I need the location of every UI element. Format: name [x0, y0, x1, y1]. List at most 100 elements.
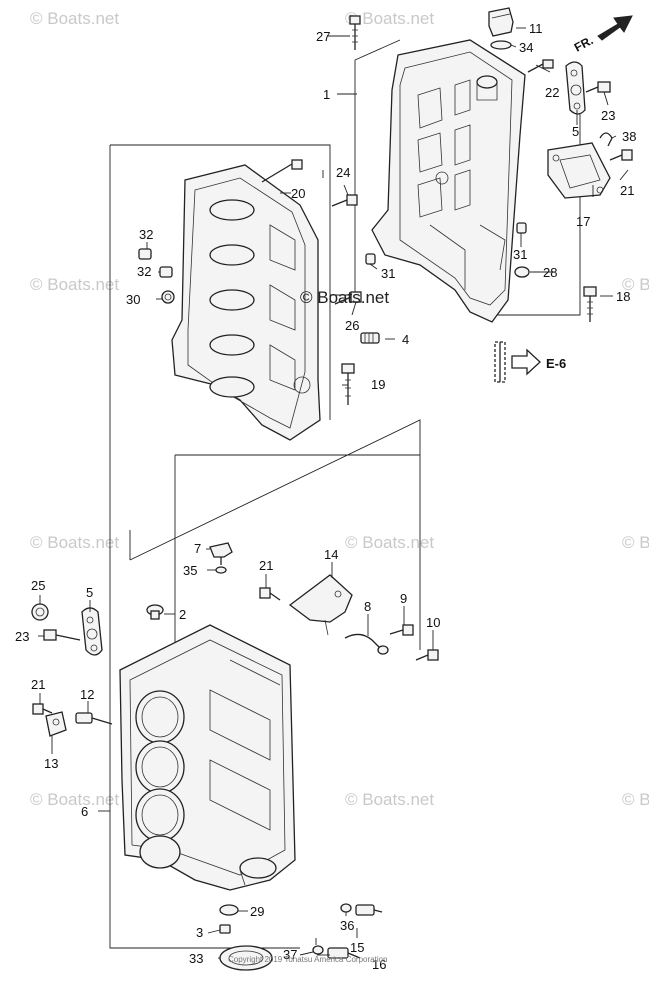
callout-2: 2 — [179, 607, 186, 622]
center-watermark: © Boats.net — [300, 288, 389, 307]
crankcase-cover — [371, 39, 526, 323]
callout-26: 26 — [345, 318, 359, 333]
watermark: © Boats.net — [30, 275, 119, 294]
callout-12: 12 — [80, 687, 94, 702]
callout-8: 8 — [364, 599, 371, 614]
callout-38: 38 — [622, 129, 636, 144]
callout-13: 13 — [44, 756, 58, 771]
watermark: © Boats.net — [622, 790, 649, 809]
callout-9: 9 — [400, 591, 407, 606]
bolt-9 — [389, 624, 414, 636]
seal-29 — [219, 904, 239, 916]
callout-18: 18 — [616, 289, 630, 304]
callout-31: 31 — [513, 247, 527, 262]
seal-30 — [161, 290, 175, 304]
o-ring-35 — [215, 566, 227, 574]
reference-arrow: E-6 — [494, 341, 566, 383]
callout-34: 34 — [519, 40, 533, 55]
callout-leader-lines — [38, 27, 629, 959]
washer-36 — [340, 903, 352, 913]
sensor-8 — [344, 633, 389, 655]
callout-14: 14 — [324, 547, 338, 562]
callout-32: 32 — [139, 227, 153, 242]
plug-2 — [146, 604, 164, 620]
sensor-15 — [355, 904, 383, 916]
callout-21: 21 — [31, 677, 45, 692]
callout-23: 23 — [15, 629, 29, 644]
o-ring-34 — [490, 40, 512, 50]
sensor-12 — [75, 712, 113, 725]
bolt-21-middle — [259, 587, 281, 601]
front-direction-arrow: FR. — [572, 15, 633, 55]
watermark: © Boats.net — [30, 790, 119, 809]
callout-21: 21 — [620, 183, 634, 198]
gasket-5-left — [81, 607, 103, 656]
callout-5: 5 — [86, 585, 93, 600]
callout-22: 22 — [545, 85, 559, 100]
plug-4 — [360, 332, 380, 344]
bolt-21-top — [609, 149, 633, 161]
watermark: © Boats.net — [30, 533, 119, 552]
watermark: © Boats.net — [622, 275, 649, 294]
seal-25 — [31, 603, 49, 621]
callout-16: 16 — [372, 957, 386, 972]
front-label: FR. — [572, 33, 596, 54]
callout-36: 36 — [340, 918, 354, 933]
watermark: © Boats.net — [345, 790, 434, 809]
bolt-18 — [583, 286, 597, 322]
bolt-19 — [341, 363, 355, 405]
watermark: © Boats.net — [345, 533, 434, 552]
callout-1: 1 — [323, 87, 330, 102]
callout-20: 20 — [291, 186, 305, 201]
washer-37 — [312, 945, 324, 955]
oil-filler-cap — [488, 7, 514, 50]
plug-3 — [219, 924, 231, 934]
sensor-23-left — [43, 629, 81, 641]
watermark: © Boats.net — [30, 9, 119, 28]
gasket-5-top — [565, 61, 586, 115]
bolt-27 — [349, 15, 361, 50]
callout-4: 4 — [402, 332, 409, 347]
callout-5: 5 — [572, 124, 579, 139]
callout-10: 10 — [426, 615, 440, 630]
reference-label: E-6 — [546, 356, 566, 371]
cover-plate-17 — [547, 142, 611, 199]
bolt-22 — [527, 59, 554, 73]
callout-29: 29 — [250, 904, 264, 919]
cylinder-block — [119, 624, 296, 891]
callout-17: 17 — [576, 214, 590, 229]
watermark: © Boats.net — [345, 9, 434, 28]
callout-24: 24 — [336, 165, 350, 180]
callout-23: 23 — [601, 108, 615, 123]
bushing-32 — [138, 248, 173, 278]
callout-15: 15 — [350, 940, 364, 955]
clip-38 — [599, 132, 613, 147]
callout-25: 25 — [31, 578, 45, 593]
callout-labels: 1 2 3 4 5 5 6 7 8 9 10 11 12 13 14 15 16… — [15, 21, 636, 972]
bolt-21-left — [32, 703, 53, 715]
callout-28: 28 — [543, 265, 557, 280]
callout-21: 21 — [259, 558, 273, 573]
bracket-14 — [288, 574, 353, 636]
sensor-16 — [327, 947, 361, 959]
callout-27: 27 — [316, 29, 330, 44]
bolt-24 — [331, 194, 358, 207]
callout-11: 11 — [529, 21, 543, 36]
callout-6: 6 — [81, 804, 88, 819]
callout-35: 35 — [183, 563, 197, 578]
callout-30: 30 — [126, 292, 140, 307]
sensor-23-top — [585, 81, 611, 93]
callout-3: 3 — [196, 925, 203, 940]
copyright-notice: Copyright 2019 Tohatsu America Corporati… — [228, 955, 388, 964]
callout-19: 19 — [371, 377, 385, 392]
callout-31: 31 — [381, 266, 395, 281]
watermark: © Boats.net — [622, 533, 649, 552]
callout-32: 32 — [137, 264, 151, 279]
watermark-layer: © Boats.net © Boats.net © Boats.net © Bo… — [30, 9, 649, 809]
cylinder-head — [171, 164, 321, 441]
callout-33: 33 — [189, 951, 203, 966]
callout-37: 37 — [283, 947, 297, 962]
sensor-7 — [209, 542, 233, 574]
